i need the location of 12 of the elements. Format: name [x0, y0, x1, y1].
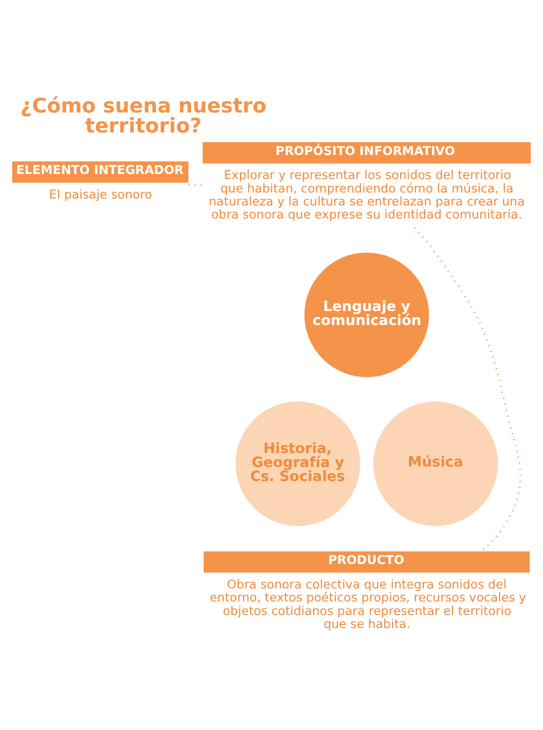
- node-circle: Lenguaje y comunicación: [304, 252, 429, 378]
- diagram-title: ¿Cómo suena nuestro territorio?: [20, 93, 266, 138]
- connector: [188, 184, 202, 186]
- node-box: PROPÓSITO INFORMATIVO: [202, 142, 531, 164]
- node-box: ELEMENTO INTEGRADOR: [12, 161, 188, 183]
- node-box: PRODUCTO: [204, 551, 530, 573]
- node-label: Obra sonora colectiva que integra sonidos del entorno, textos poéticos propios, recursos vocales y objetos cotidianos para representar el territorio que se habita.: [210, 577, 526, 631]
- node-label: Explorar y representar los sonidos del territorio que habitan, comprendiendo cómo la música, la naturaleza y la cultura se entrelazan para crear una obra sonora que exprese su identidad comunitaria.: [208, 168, 525, 222]
- node-label: El paisaje sonoro: [49, 187, 152, 202]
- connector: [414, 227, 522, 552]
- node-circle: Música: [373, 401, 498, 526]
- node-circle: Historia, Geografía y Cs. Sociales: [236, 401, 360, 526]
